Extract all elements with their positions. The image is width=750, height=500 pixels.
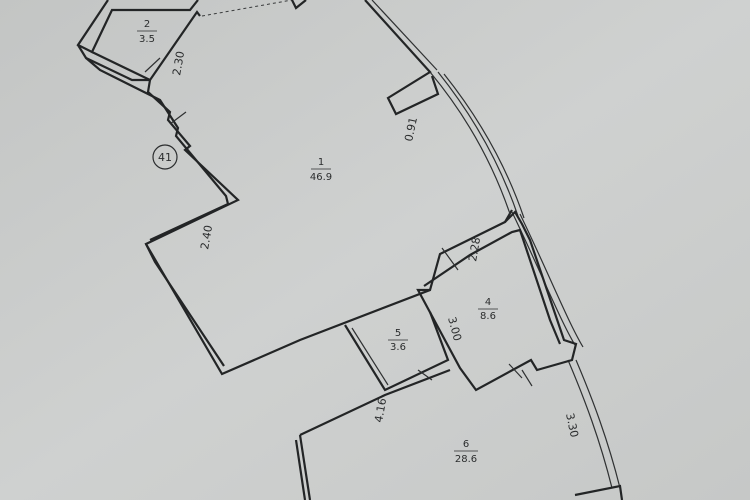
room-area: 28.6 <box>455 454 477 465</box>
room-number: 5 <box>395 328 401 339</box>
dimension-label: 2.28 <box>466 236 483 262</box>
room-label-5: 5 3.6 <box>388 328 408 353</box>
room-area: 3.6 <box>390 342 406 353</box>
room-label-2: 2 3.5 <box>137 19 157 45</box>
dimension-label: 2.30 <box>170 50 187 76</box>
dimension-label: 2.40 <box>198 224 215 250</box>
dimension-label: 3.00 <box>445 315 464 342</box>
room-number: 6 <box>463 439 469 450</box>
room-label-1: 1 46.9 <box>310 157 332 183</box>
room-number: 1 <box>318 157 324 168</box>
walls <box>76 0 624 500</box>
room-label-6: 6 28.6 <box>454 439 478 465</box>
room-area: 8.6 <box>480 311 496 322</box>
room-area: 3.5 <box>139 34 155 45</box>
room-number: 2 <box>144 19 150 30</box>
dimension-label: 0.91 <box>402 116 420 143</box>
axis-marker: 41 <box>152 144 178 170</box>
dimension-label: 4.16 <box>372 397 389 423</box>
room-area: 46.9 <box>310 172 332 183</box>
room-number: 4 <box>485 297 491 308</box>
room-label-4: 4 8.6 <box>478 297 498 322</box>
axis-marker-label: 41 <box>158 151 172 164</box>
dimension-label: 3.30 <box>563 412 581 439</box>
